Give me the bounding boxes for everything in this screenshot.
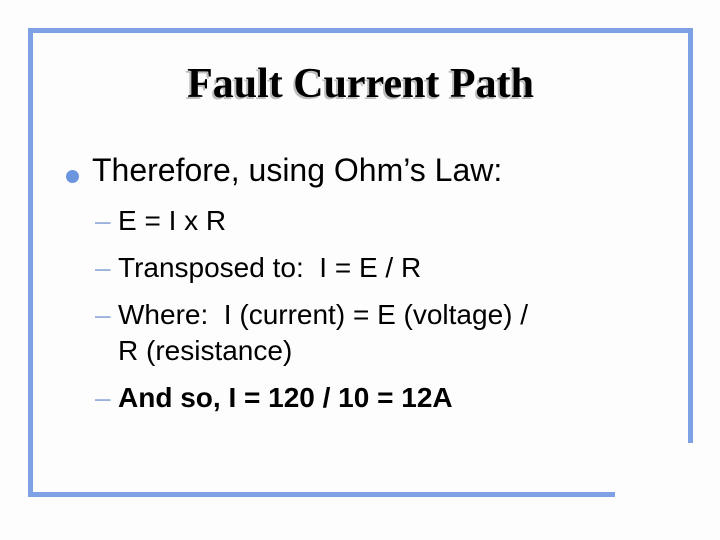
dash-bullet-icon: – bbox=[95, 252, 111, 283]
slide-frame-right bbox=[688, 28, 693, 443]
slide-frame-bottom bbox=[28, 492, 615, 497]
bullet-item: Therefore, using Ohm’s Law: bbox=[66, 150, 666, 190]
sub-bullet-item: – E = I x R bbox=[95, 203, 673, 239]
slide-frame-top bbox=[28, 28, 693, 33]
dash-bullet-icon: – bbox=[95, 205, 111, 236]
sub-bullet-text: Transposed to: I = E / R bbox=[118, 252, 422, 283]
dash-bullet-icon: – bbox=[95, 382, 111, 413]
sub-bullet-item: – And so, I = 120 / 10 = 12A bbox=[95, 380, 673, 416]
sub-bullet-text: E = I x R bbox=[118, 205, 227, 236]
sub-bullet-text: And so, I = 120 / 10 = 12A bbox=[118, 382, 453, 413]
sub-bullet-text: Where: I (current) = E (voltage) / R (re… bbox=[118, 299, 529, 366]
slide-title: Fault Current Path bbox=[187, 61, 534, 107]
circle-bullet-icon bbox=[66, 170, 79, 183]
sub-bullet-item: – Transposed to: I = E / R bbox=[95, 250, 673, 286]
bullet-text: Therefore, using Ohm’s Law: bbox=[92, 152, 503, 188]
sub-bullet-list: – E = I x R – Transposed to: I = E / R –… bbox=[95, 203, 673, 427]
slide-frame-left bbox=[28, 28, 33, 497]
dash-bullet-icon: – bbox=[95, 299, 111, 330]
sub-bullet-item: – Where: I (current) = E (voltage) / R (… bbox=[95, 297, 673, 369]
